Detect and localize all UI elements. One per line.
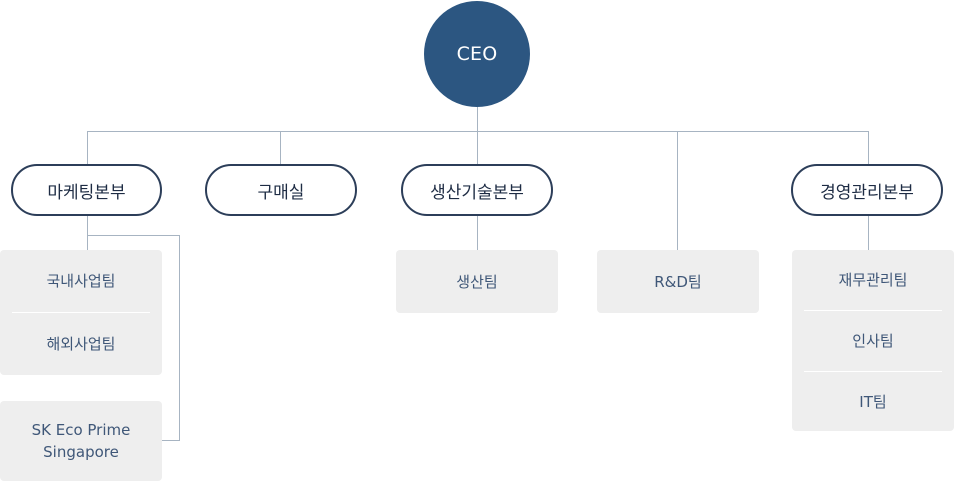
dept-management: 경영관리본부 bbox=[791, 164, 943, 216]
team-sk-eco-prime-singapore: SK Eco Prime Singapore bbox=[31, 421, 131, 461]
marketing-teams-box: 국내사업팀 해외사업팀 bbox=[0, 250, 162, 375]
team-rd: R&D팀 bbox=[654, 272, 702, 291]
management-teams-box: 재무관리팀 인사팀 IT팀 bbox=[792, 250, 954, 431]
ceo-node: CEO bbox=[424, 1, 530, 107]
team-domestic-business: 국내사업팀 bbox=[46, 272, 116, 290]
team-finance: 재무관리팀 bbox=[838, 271, 908, 289]
dept-marketing: 마케팅본부 bbox=[11, 164, 162, 216]
dept-purchase-label: 구매실 bbox=[257, 182, 305, 203]
connector-subsidiary bbox=[87, 235, 180, 441]
team-it: IT팀 bbox=[804, 371, 942, 432]
team-hr: 인사팀 bbox=[804, 310, 942, 371]
dept-production-label: 생산기술본부 bbox=[430, 182, 524, 203]
dept-management-label: 경영관리본부 bbox=[820, 182, 914, 203]
dept-purchase: 구매실 bbox=[205, 164, 357, 216]
dept-production: 생산기술본부 bbox=[401, 164, 553, 216]
dept-marketing-label: 마케팅본부 bbox=[47, 182, 126, 203]
rd-teams-box: R&D팀 bbox=[597, 250, 759, 313]
ceo-label: CEO bbox=[456, 43, 498, 65]
team-production: 생산팀 bbox=[456, 272, 498, 291]
production-teams-box: 생산팀 bbox=[396, 250, 558, 313]
team-overseas-business: 해외사업팀 bbox=[12, 312, 150, 375]
subsidiary-box: SK Eco Prime Singapore bbox=[0, 401, 162, 481]
